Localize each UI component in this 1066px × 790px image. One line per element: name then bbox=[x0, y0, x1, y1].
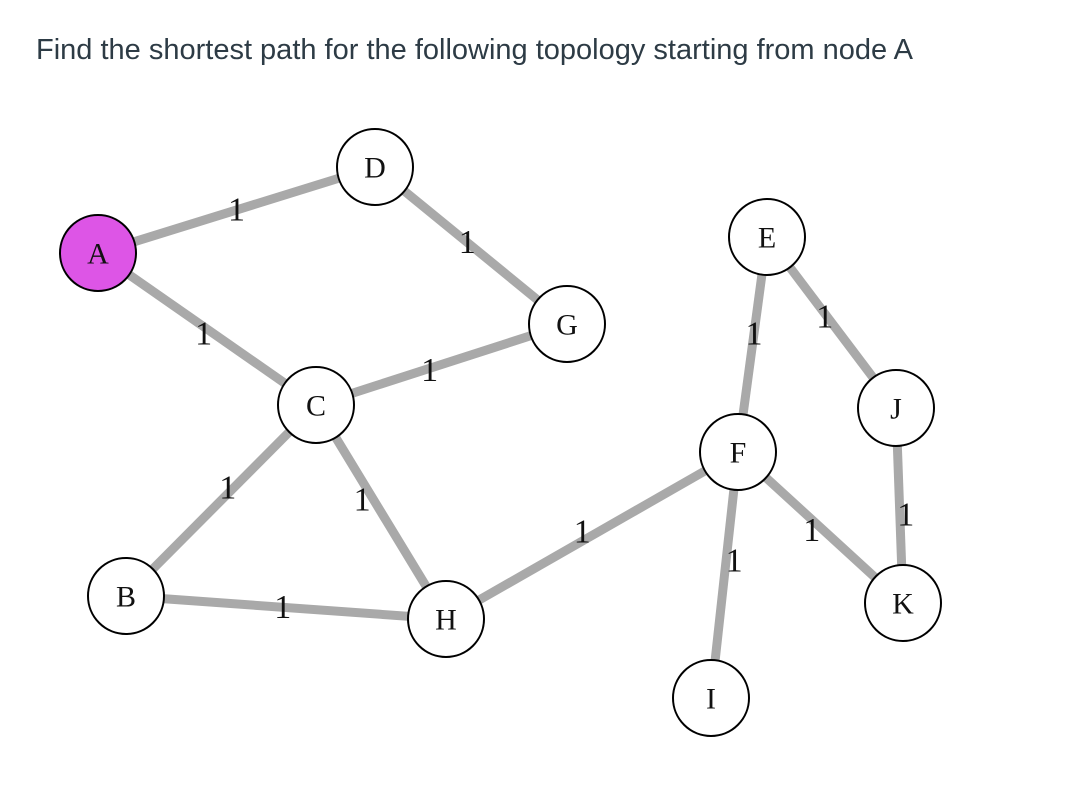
edge-weight-a-d: 1 bbox=[228, 192, 245, 229]
node-k: K bbox=[864, 564, 942, 642]
nodes-layer: A B C D E F G H I J K bbox=[59, 128, 942, 737]
weights-layer: 1 1 1 1 1 1 1 1 1 1 1 1 1 bbox=[195, 192, 914, 626]
edge-d-g bbox=[372, 163, 570, 328]
node-label: H bbox=[435, 604, 457, 637]
edge-weight-a-c: 1 bbox=[195, 315, 212, 352]
node-c: C bbox=[277, 366, 355, 444]
node-i: I bbox=[672, 659, 750, 737]
node-label: F bbox=[730, 437, 747, 470]
node-circle bbox=[728, 198, 806, 276]
node-label: D bbox=[364, 152, 386, 185]
node-d: D bbox=[336, 128, 414, 206]
edge-f-i bbox=[706, 451, 743, 699]
edge-c-h bbox=[312, 402, 450, 622]
node-circle bbox=[672, 659, 750, 737]
node-j: J bbox=[857, 369, 935, 447]
edge-h-f bbox=[443, 448, 741, 623]
node-label: G bbox=[556, 309, 578, 342]
node-label: A bbox=[87, 238, 109, 271]
node-b: B bbox=[87, 557, 165, 635]
edge-a-c bbox=[95, 249, 319, 409]
node-a: A bbox=[59, 214, 137, 292]
node-label: B bbox=[116, 581, 136, 614]
edge-weight-c-h: 1 bbox=[354, 482, 371, 519]
edge-weight-c-b: 1 bbox=[219, 470, 236, 507]
edge-c-g bbox=[314, 319, 569, 410]
edge-weight-d-g: 1 bbox=[459, 224, 476, 261]
edge-weight-h-f: 1 bbox=[574, 513, 591, 550]
node-circle bbox=[699, 413, 777, 491]
question-text: Find the shortest path for the following… bbox=[36, 34, 913, 66]
edge-weight-c-g: 1 bbox=[421, 352, 438, 389]
edge-weight-e-j: 1 bbox=[816, 298, 833, 335]
node-label: E bbox=[758, 222, 776, 255]
node-label: K bbox=[892, 588, 914, 621]
node-f: F bbox=[699, 413, 777, 491]
node-circle bbox=[528, 285, 606, 363]
node-circle bbox=[407, 580, 485, 658]
node-label: C bbox=[306, 390, 326, 423]
node-h: H bbox=[407, 580, 485, 658]
edge-b-h bbox=[125, 591, 447, 624]
edge-weight-j-k: 1 bbox=[897, 497, 914, 534]
edge-a-d bbox=[96, 162, 377, 258]
start-node-circle bbox=[59, 214, 137, 292]
edge-c-b bbox=[122, 401, 320, 600]
node-label: I bbox=[706, 683, 716, 716]
node-e: E bbox=[728, 198, 806, 276]
node-circle bbox=[336, 128, 414, 206]
node-circle bbox=[857, 369, 935, 447]
edge-weight-b-h: 1 bbox=[274, 589, 291, 626]
edge-weight-f-i: 1 bbox=[726, 543, 743, 580]
node-circle bbox=[277, 366, 355, 444]
edge-weight-f-k: 1 bbox=[803, 512, 820, 549]
edge-weight-e-f: 1 bbox=[746, 315, 763, 352]
node-circle bbox=[87, 557, 165, 635]
node-label: J bbox=[890, 393, 902, 426]
node-g: G bbox=[528, 285, 606, 363]
node-circle bbox=[864, 564, 942, 642]
